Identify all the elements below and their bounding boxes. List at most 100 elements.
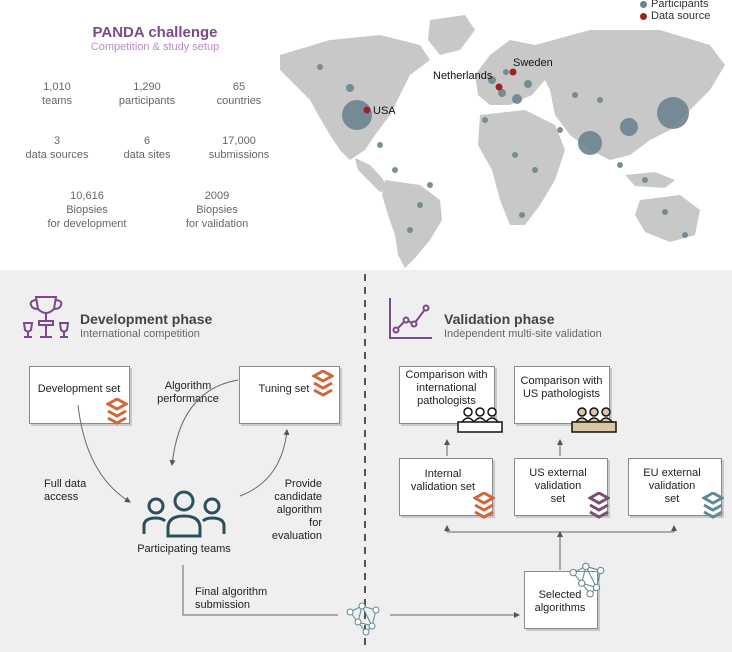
participants-india-bubble <box>578 131 602 155</box>
participants-bubble <box>617 162 623 168</box>
participants-bubble <box>503 69 509 75</box>
provide-candidate-label: Provide candidate algorithm for evaluati… <box>262 478 322 543</box>
legend-label: Data source <box>651 10 711 22</box>
stat-label: Biopsies <box>66 204 108 216</box>
participants-bubble <box>317 64 323 70</box>
validation-phase-title: Validation phase <box>444 311 555 327</box>
development-set-label: Development set <box>37 383 121 395</box>
trophy-icon <box>22 296 70 338</box>
line-chart-icon <box>389 298 432 339</box>
participants-bubble <box>417 202 423 208</box>
stat-label: for validation <box>185 218 249 230</box>
participants-bubble <box>512 94 522 104</box>
internal-validation-label: Internal validation set <box>399 468 487 494</box>
algorithm-network-icon <box>346 602 380 636</box>
participants-bubble <box>662 209 668 215</box>
stat-label: data sources <box>25 149 89 161</box>
participants-bubble <box>512 152 518 158</box>
label-line: validation <box>648 480 696 492</box>
map-label-sweden: Sweden <box>513 57 553 69</box>
legend-label: Participants <box>651 0 709 10</box>
data-source-usa-dot <box>363 106 371 114</box>
label-line: evaluation <box>271 530 322 542</box>
data-source-legend-icon <box>640 12 647 20</box>
participants-bubble <box>488 76 496 84</box>
participants-bubble <box>427 182 433 188</box>
us-external-validation-label: US external validation set <box>514 467 602 506</box>
panda-title: PANDA challenge <box>92 24 218 41</box>
orange-data-stack-icon <box>473 492 495 519</box>
international-comparison-label: Comparison with international pathologis… <box>399 369 494 408</box>
development-flow-arrows <box>77 379 677 618</box>
label-line: set <box>550 493 566 505</box>
world-map <box>280 15 725 268</box>
label-line: US external <box>529 467 587 479</box>
participants-bubble <box>498 89 506 97</box>
stat-label: teams <box>42 95 72 107</box>
map-label-netherlands: Netherlands <box>433 70 493 82</box>
label-line: candidate <box>274 491 322 503</box>
stat-value: 1,290 <box>133 81 161 93</box>
final-submission-label: Final algorithm submission <box>195 586 267 612</box>
participants-bubble <box>346 84 354 92</box>
algorithm-network-icon <box>569 562 605 598</box>
orange-data-stack-icon <box>312 370 334 397</box>
label-line: validation <box>534 480 582 492</box>
map-legend: Participants Data source <box>640 0 710 22</box>
stat-submissions: 17,000 submissions <box>184 134 294 162</box>
selected-algorithms-box <box>524 571 598 629</box>
stat-biopsies-validation: 2009 Biopsies for validation <box>162 189 272 231</box>
development-phase-title: Development phase <box>80 311 213 327</box>
stat-countries: 65 countries <box>184 80 294 108</box>
data-source-netherlands-dot <box>495 83 503 91</box>
stat-label: countries <box>216 95 262 107</box>
participants-bubble <box>392 167 398 173</box>
stat-label: data sites <box>123 149 171 161</box>
teal-data-stack-icon <box>702 492 724 519</box>
stat-teams: 1,010 teams <box>2 80 112 108</box>
label-line: Final algorithm <box>195 586 268 598</box>
map-label-usa: USA <box>373 105 396 117</box>
participants-bubble <box>519 212 525 218</box>
label-line: performance <box>157 393 219 405</box>
phase-divider <box>364 274 366 650</box>
pathologists-panel-icon <box>571 407 617 433</box>
participants-bubble <box>642 177 648 183</box>
tuning-set-label: Tuning set <box>258 383 310 395</box>
label-line: algorithm for <box>276 504 322 529</box>
label-line: validation set <box>410 481 476 493</box>
participants-usa-bubble <box>342 100 372 130</box>
label-line: algorithms <box>534 602 586 614</box>
north-america-shape <box>280 35 430 160</box>
participants-east-asia-bubble <box>657 97 689 129</box>
stat-value: 1,010 <box>43 81 71 93</box>
label-line: US pathologists <box>522 388 601 400</box>
stat-participants: 1,290 participants <box>92 80 202 108</box>
purple-data-stack-icon <box>588 492 610 519</box>
participants-china-bubble <box>620 118 638 136</box>
stat-value: 6 <box>143 135 151 147</box>
label-line: submission <box>195 599 251 611</box>
label-line: Provide <box>284 478 322 490</box>
stat-value: 17,000 <box>222 135 256 147</box>
participants-bubble <box>597 97 603 103</box>
asia-shape <box>535 30 725 160</box>
legend-item-participants: Participants <box>640 0 710 10</box>
stat-value: 3 <box>53 135 61 147</box>
validation-phase-subtitle: Independent multi-site validation <box>444 328 602 340</box>
full-data-access-label: Full data access <box>44 478 86 504</box>
participants-bubble <box>557 127 563 133</box>
stat-label: Biopsies <box>196 204 238 216</box>
orange-data-stack-icon <box>106 398 128 425</box>
label-line: pathologists <box>417 395 476 407</box>
label-line: Algorithm <box>164 380 212 392</box>
stat-value: 10,616 <box>70 190 104 202</box>
central-america-shape <box>355 158 388 192</box>
participants-bubble <box>407 227 413 233</box>
label-line: set <box>664 493 680 505</box>
label-line: Selected <box>538 589 582 601</box>
stat-label: submissions <box>208 149 270 161</box>
legend-item-data-source: Data source <box>640 10 710 22</box>
algorithm-performance-label: Algorithm performance <box>148 380 228 406</box>
participating-teams-label: Participating teams <box>137 543 231 555</box>
